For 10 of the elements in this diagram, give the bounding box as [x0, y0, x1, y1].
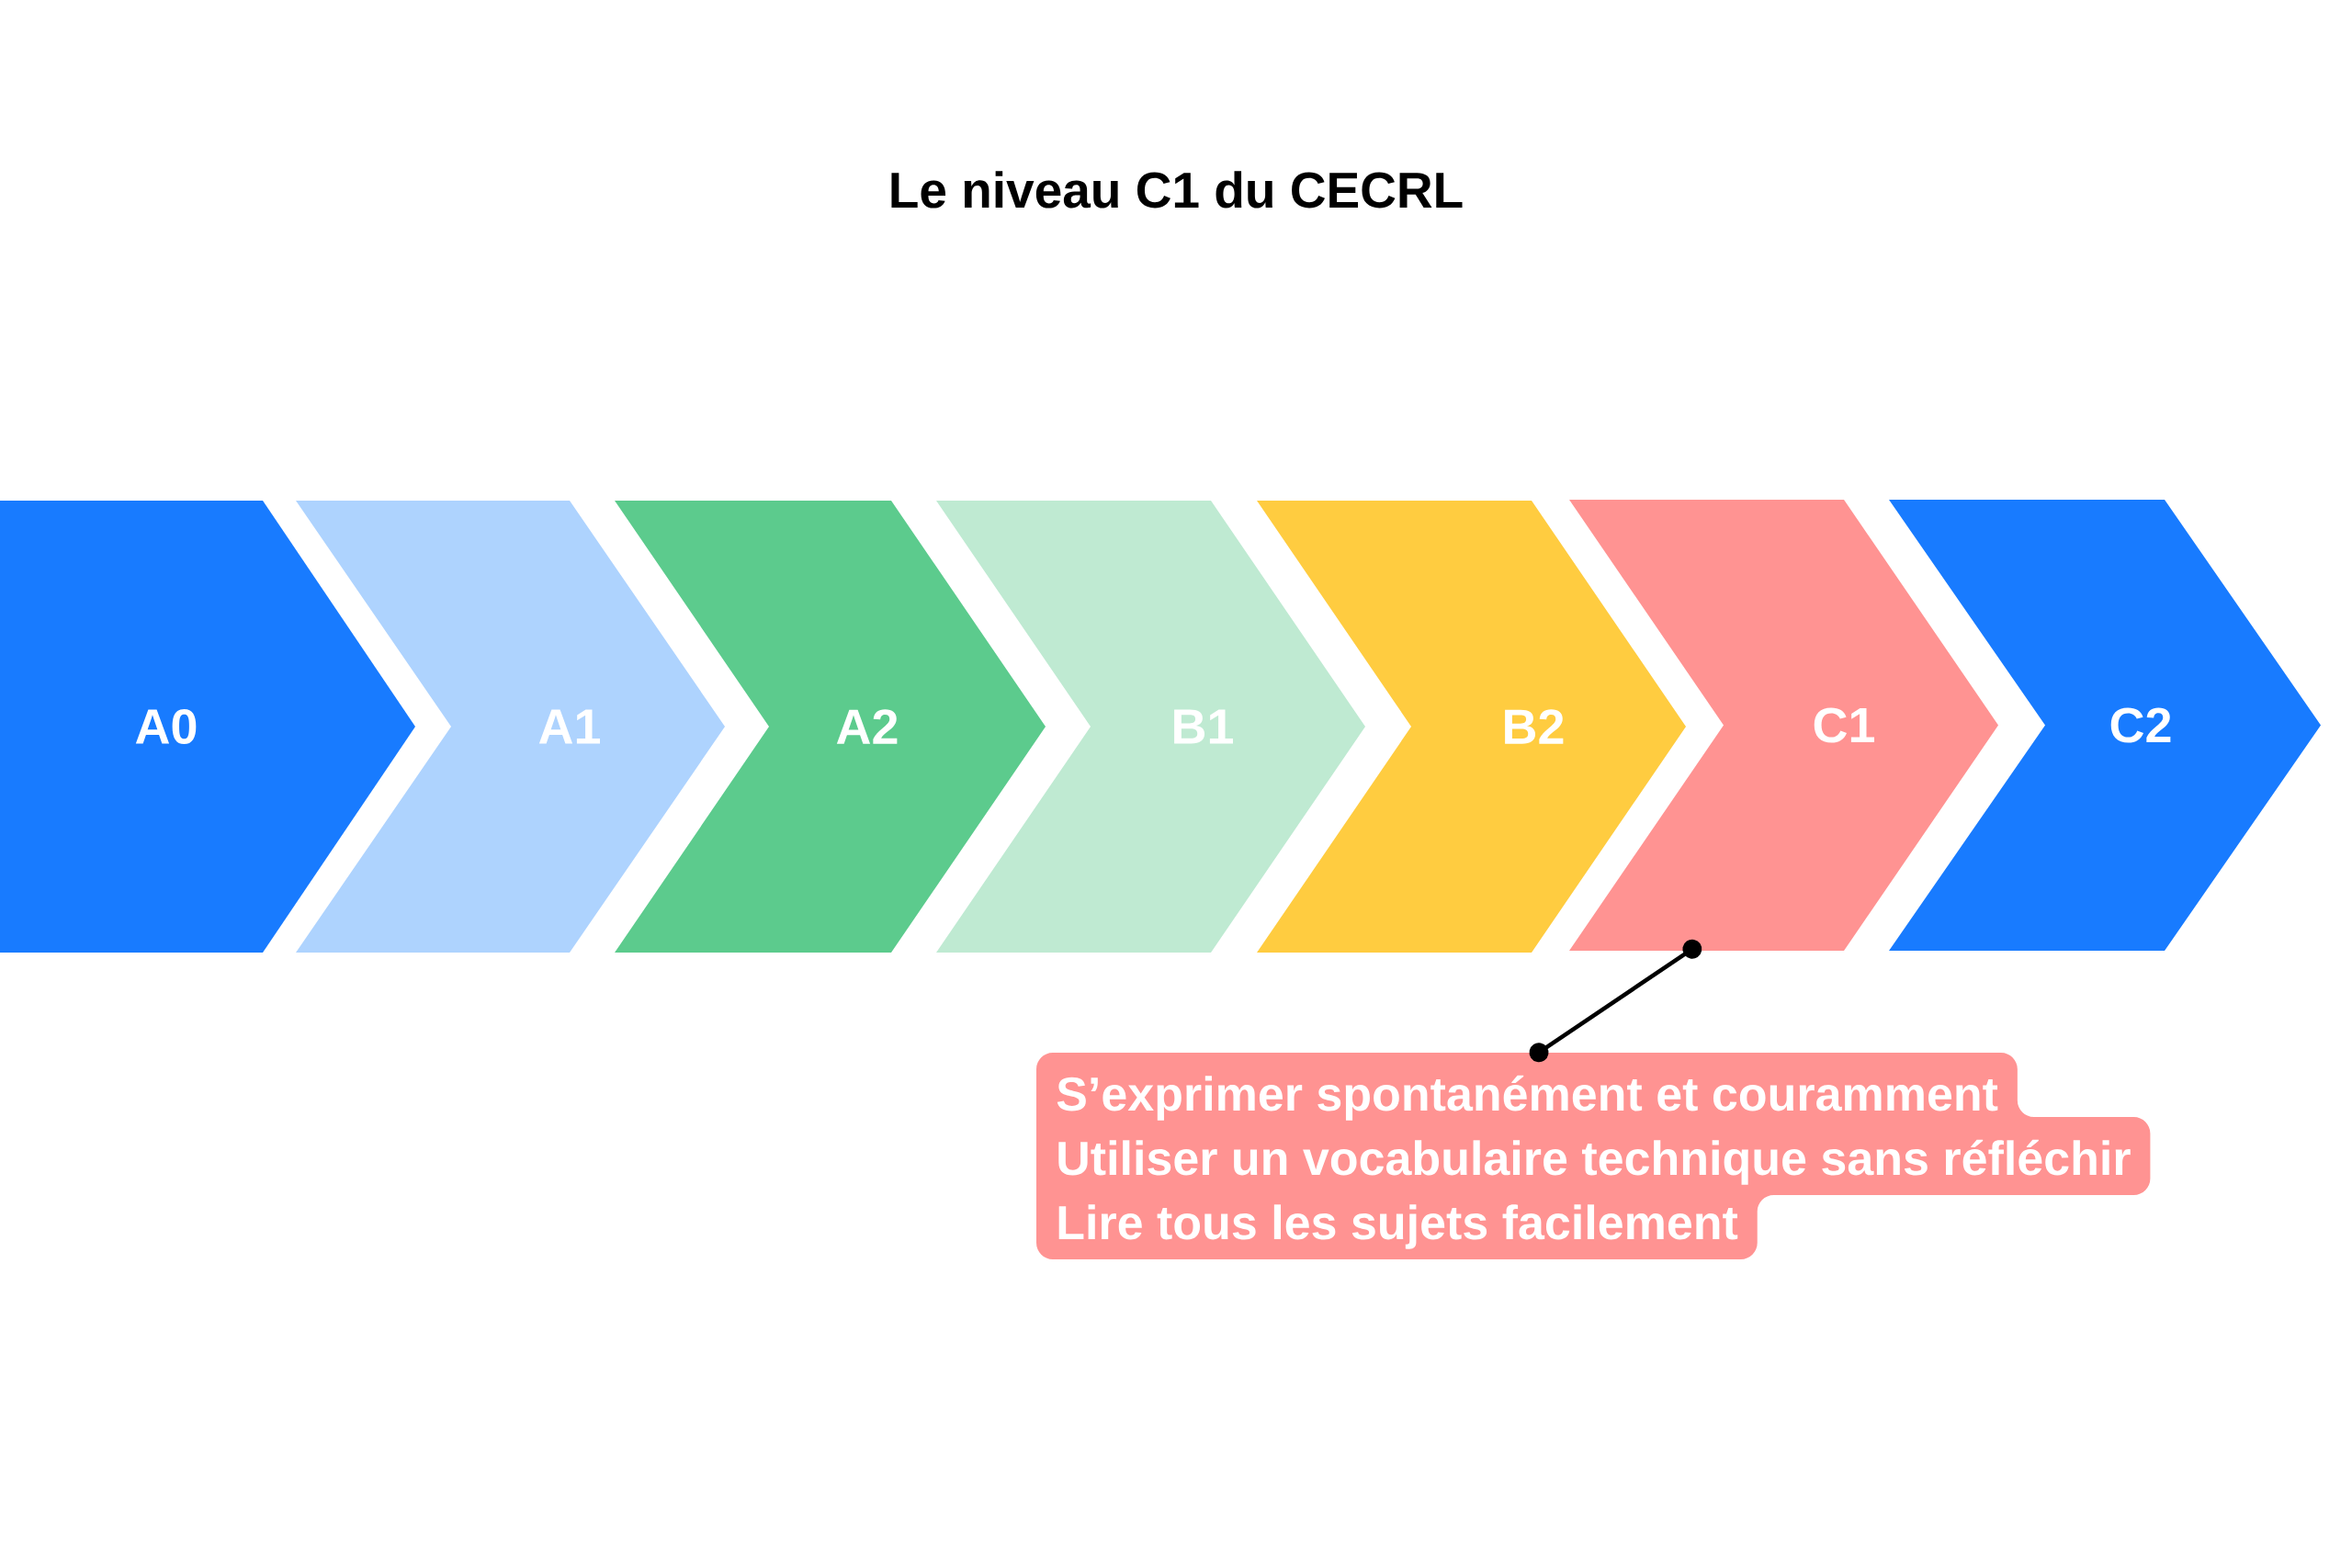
leader-line — [1529, 939, 1702, 1063]
callout-box: S’exprimer spontanément et couramment Utiliser un vocabulaire technique sans réfléchir Lire tous les sujets facilement — [1036, 1053, 2151, 1259]
step-block: C2 — [1889, 500, 2321, 951]
step-block: A0 — [0, 501, 415, 953]
title: Le niveau C1 du CECRL — [891, 171, 1463, 209]
step-block: B2 — [1257, 501, 1686, 953]
step-block: C1 — [1569, 500, 1998, 951]
step-block: B1 — [936, 501, 1365, 953]
step-block: A2 — [615, 501, 1046, 953]
step-block: A1 — [296, 501, 725, 953]
